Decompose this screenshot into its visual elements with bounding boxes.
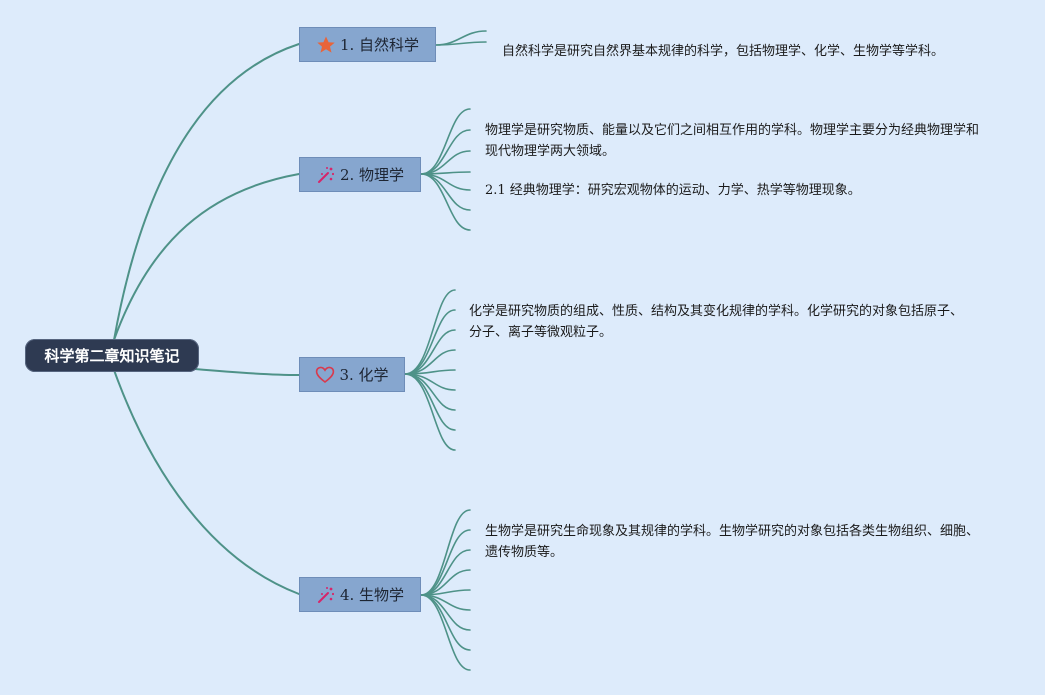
connector-root-topic-3: [194, 368, 300, 376]
topic-natural-science[interactable]: 1. 自然科学: [299, 27, 436, 62]
root-topic[interactable]: 科学第二章知识笔记: [25, 339, 199, 372]
topic-label: 1. 自然科学: [339, 36, 420, 54]
magic-wand-icon: [316, 165, 336, 185]
magic-wand-icon: [316, 585, 336, 605]
connector-root-topic-1: [113, 43, 300, 341]
connector-root-topic-4: [113, 369, 300, 595]
note-chemistry-definition: 化学是研究物质的组成、性质、结构及其变化规律的学科。化学研究的对象包括原子、分子…: [469, 304, 964, 340]
topic-physics[interactable]: 2. 物理学: [299, 157, 421, 192]
topic-label: 3. 化学: [339, 366, 389, 384]
topic-biology[interactable]: 4. 生物学: [299, 577, 421, 612]
note-physics-definition: 物理学是研究物质、能量以及它们之间相互作用的学科。物理学主要分为经典物理学和现代…: [485, 123, 980, 159]
note-classical-physics: 2.1 经典物理学：研究宏观物体的运动、力学、热学等物理现象。: [485, 183, 861, 198]
topic-label: 2. 物理学: [339, 166, 405, 184]
star-icon: [316, 35, 336, 55]
note-natural-science-definition: 自然科学是研究自然界基本规律的科学，包括物理学、化学、生物学等学科。: [502, 44, 945, 59]
heart-icon: [315, 365, 335, 385]
topic-label: 4. 生物学: [339, 586, 405, 604]
note-biology-definition: 生物学是研究生命现象及其规律的学科。生物学研究的对象包括各类生物组织、细胞、遗传…: [485, 524, 980, 560]
topic-chemistry[interactable]: 3. 化学: [299, 357, 405, 392]
connector-root-topic-2: [113, 173, 300, 341]
